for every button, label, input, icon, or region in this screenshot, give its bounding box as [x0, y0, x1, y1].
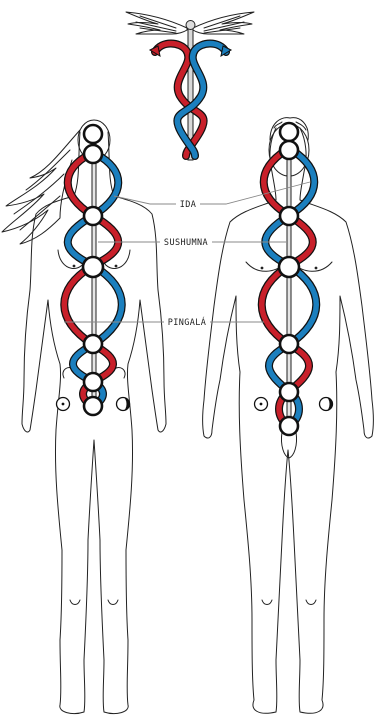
left-wing	[126, 12, 187, 34]
caduceus-icon	[126, 12, 254, 160]
female-chakra-third-eye	[84, 145, 102, 163]
moon-icon	[320, 398, 333, 411]
male-channels	[255, 123, 333, 435]
male-chakra-third-eye	[280, 141, 298, 159]
female-chakra-root	[84, 397, 102, 415]
female-chakra-sacral	[84, 373, 102, 391]
right-wing	[193, 12, 254, 34]
male-chakra-root	[280, 417, 298, 435]
pingala-label: PINGALÁ	[168, 316, 207, 328]
moon-icon	[117, 398, 130, 411]
male-chakra-crown	[280, 123, 298, 141]
female-channels	[57, 125, 130, 415]
sun-icon	[255, 398, 268, 411]
female-chakra-heart	[83, 257, 103, 277]
male-chakra-solar	[280, 335, 298, 353]
sun-icon	[57, 398, 70, 411]
female-chakra-solar	[84, 335, 102, 353]
male-chakra-sacral	[280, 383, 298, 401]
ida-label: IDA	[180, 200, 197, 210]
female-chakra-throat	[84, 207, 102, 225]
male-chakra-heart	[279, 257, 299, 277]
female-chakra-crown	[84, 125, 102, 143]
sushumna-label: SUSHUMNA	[164, 238, 208, 248]
male-chakra-throat	[280, 207, 298, 225]
